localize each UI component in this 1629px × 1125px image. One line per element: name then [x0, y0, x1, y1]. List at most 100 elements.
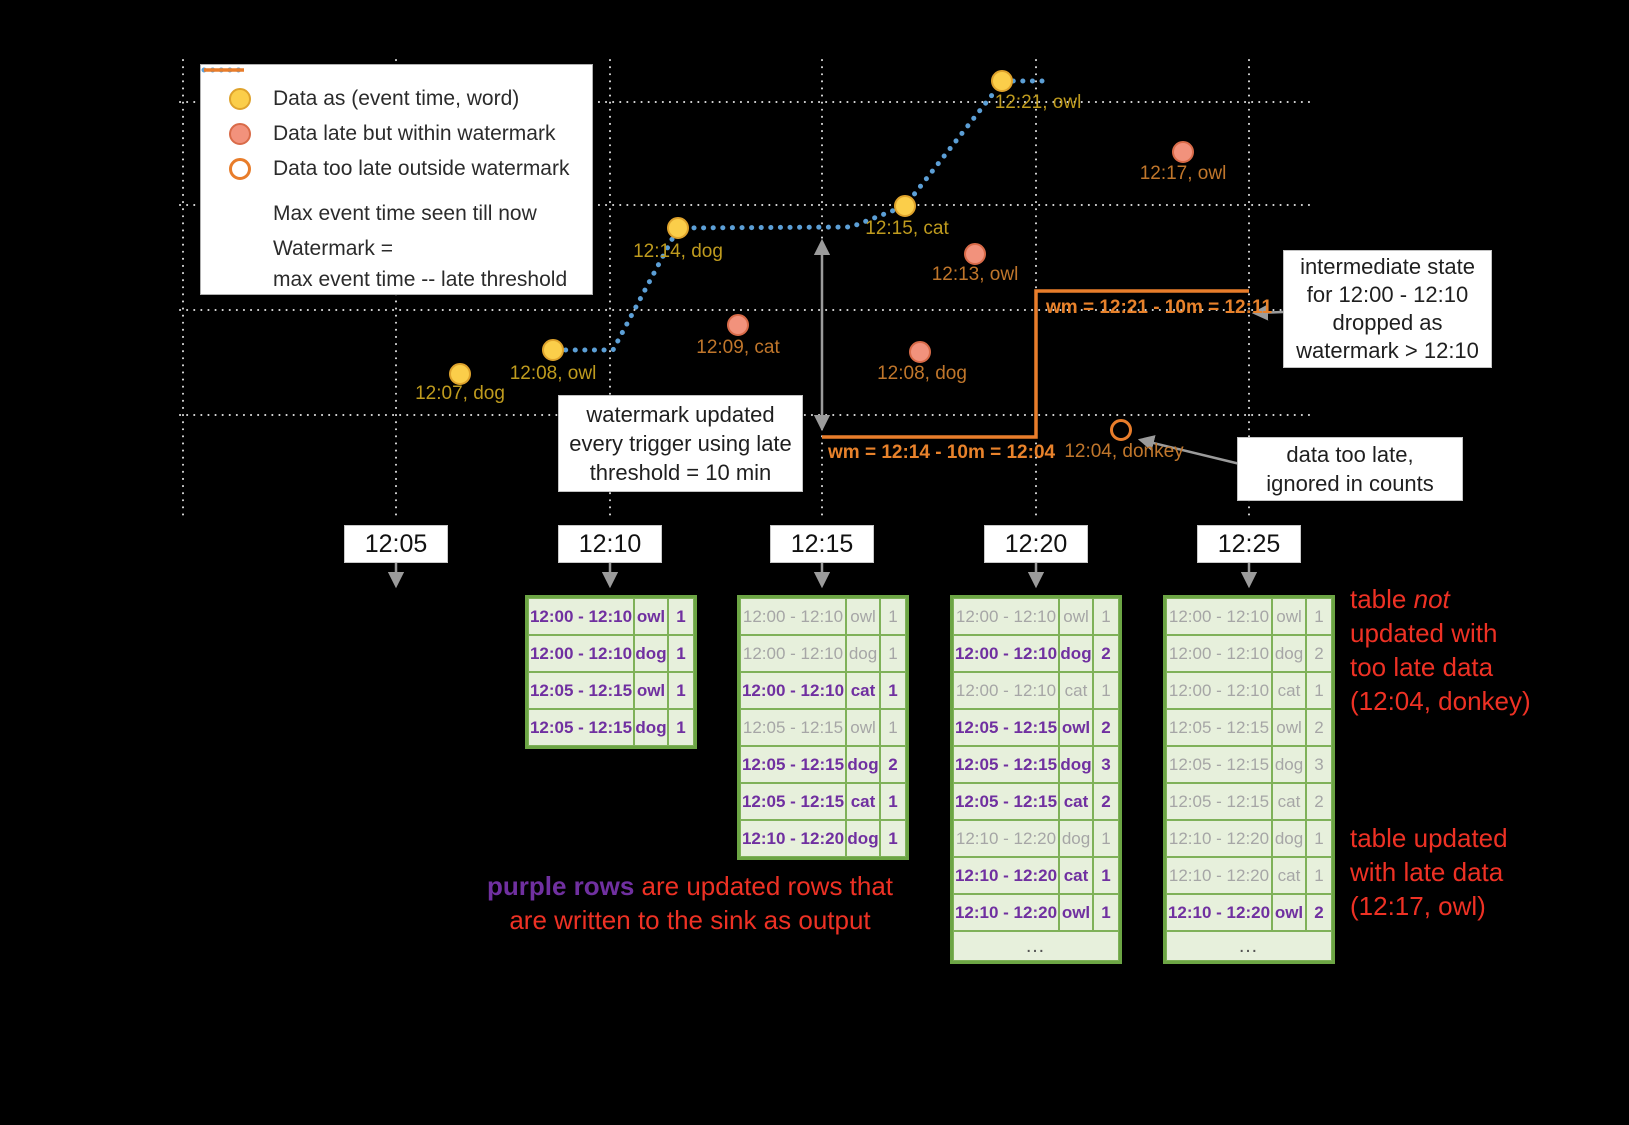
data-point-label: 12:14, dog — [633, 241, 723, 262]
data-point-late — [727, 314, 749, 336]
note-line: ignored in counts — [1266, 471, 1434, 496]
count-cell: 2 — [1306, 709, 1332, 746]
window-cell: 12:05 - 12:15 — [1166, 783, 1272, 820]
legend-label: Watermark = — [273, 236, 393, 260]
data-point-label: 12:04, donkey — [1064, 441, 1184, 462]
window-cell: 12:00 - 12:10 — [740, 672, 846, 709]
note-line: (12:04, donkey) — [1350, 686, 1531, 716]
legend-item-late: Data late but within watermark — [217, 116, 582, 151]
window-cell: 12:00 - 12:10 — [1166, 635, 1272, 672]
watermark-line — [822, 289, 1249, 439]
note-line: table updated — [1350, 823, 1508, 853]
legend-label: Data too late outside watermark — [273, 156, 570, 180]
count-cell: 2 — [1093, 709, 1119, 746]
count-cell: 1 — [1093, 672, 1119, 709]
gray-arrows — [387, 238, 1284, 589]
word-cell: dog — [634, 709, 668, 746]
count-cell: 1 — [668, 709, 694, 746]
word-cell: dog — [1272, 746, 1306, 783]
data-point-label: 12:09, cat — [696, 337, 780, 358]
window-cell: 12:00 - 12:10 — [953, 598, 1059, 635]
window-cell: 12:00 - 12:10 — [1166, 598, 1272, 635]
note-emphasis: not — [1413, 584, 1450, 614]
window-cell: 12:10 - 12:20 — [1166, 894, 1272, 931]
word-cell: dog — [1272, 635, 1306, 672]
data-point-label: 12:08, dog — [877, 363, 967, 384]
word-cell: dog — [1059, 746, 1093, 783]
ellipsis-row: … — [1166, 931, 1332, 961]
word-cell: owl — [1059, 894, 1093, 931]
count-cell: 1 — [1093, 820, 1119, 857]
window-cell: 12:00 - 12:10 — [1166, 672, 1272, 709]
count-cell: 1 — [668, 672, 694, 709]
trigger-time-box: 12:20 — [984, 525, 1088, 563]
window-cell: 12:05 - 12:15 — [740, 783, 846, 820]
watermark-value-2: wm = 12:21 - 10m = 12:11 — [1046, 297, 1273, 318]
window-cell: 12:10 - 12:20 — [1166, 820, 1272, 857]
word-cell: owl — [1059, 709, 1093, 746]
note-line: updated with — [1350, 618, 1498, 648]
data-point-ontime — [542, 339, 564, 361]
word-cell: owl — [634, 598, 668, 635]
word-cell: owl — [1272, 598, 1306, 635]
trigger-time-box: 12:05 — [344, 525, 448, 563]
data-point-late — [964, 243, 986, 265]
count-cell: 2 — [880, 746, 906, 783]
note-text: are updated rows that — [634, 871, 894, 901]
data-point-ontime — [449, 363, 471, 385]
window-cell: 12:00 - 12:10 — [953, 635, 1059, 672]
note-line: every trigger using late — [569, 431, 792, 456]
trigger-time-box: 12:15 — [770, 525, 874, 563]
data-point-label: 12:15, cat — [865, 218, 949, 239]
word-cell: owl — [1272, 709, 1306, 746]
data-point-late — [1172, 141, 1194, 163]
legend-label: Max event time seen till now — [273, 201, 537, 225]
trigger-time-box: 12:25 — [1197, 525, 1301, 563]
note-line: table not — [1350, 582, 1550, 616]
word-cell: owl — [1059, 598, 1093, 635]
legend-item-max-event-time: Max event time seen till now — [201, 67, 582, 231]
window-cell: 12:05 - 12:15 — [953, 746, 1059, 783]
window-cell: 12:05 - 12:15 — [953, 783, 1059, 820]
word-cell: dog — [846, 820, 880, 857]
count-cell: 1 — [1306, 672, 1332, 709]
data-point-label: 12:17, owl — [1139, 163, 1227, 184]
count-cell: 2 — [1306, 783, 1332, 820]
word-cell: owl — [634, 672, 668, 709]
word-cell: cat — [1272, 857, 1306, 894]
note-line: too late data — [1350, 652, 1494, 682]
word-cell: dog — [1272, 820, 1306, 857]
watermark-value-1: wm = 12:14 - 10m = 12:04 — [828, 442, 1056, 463]
window-cell: 12:10 - 12:20 — [953, 857, 1059, 894]
note-line: (12:17, owl) — [1350, 891, 1486, 921]
note-line: watermark updated — [586, 402, 775, 427]
word-cell: dog — [1059, 820, 1093, 857]
note-line: threshold = 10 min — [589, 460, 772, 485]
note-line: with late data — [1350, 857, 1504, 887]
count-cell: 3 — [1093, 746, 1119, 783]
legend-label: Data late but within watermark — [273, 121, 556, 145]
legend-item-toolate: Data too late outside watermark — [217, 151, 582, 186]
purple-rows-highlight: purple rows — [486, 871, 635, 901]
word-cell: cat — [1272, 783, 1306, 820]
data-point-ontime — [991, 70, 1013, 92]
